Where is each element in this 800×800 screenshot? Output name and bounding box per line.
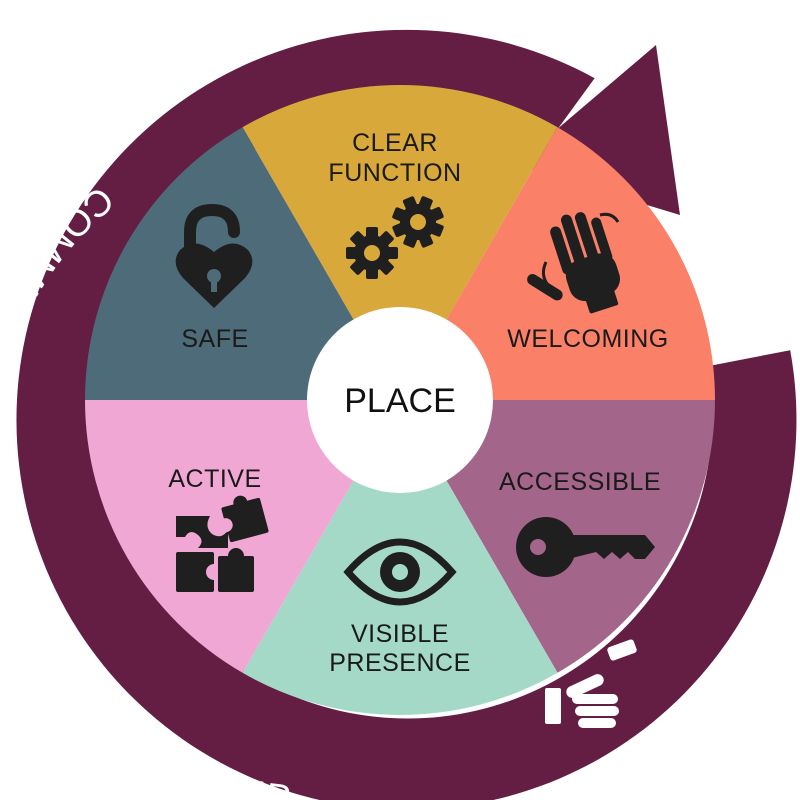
label-accessible: ACCESSIBLE xyxy=(499,468,661,496)
label-clear-function-2: FUNCTION xyxy=(328,159,461,187)
puzzle-icon xyxy=(176,495,269,592)
segment-welcoming xyxy=(400,127,715,400)
label-visible-presence-1: VISIBLE xyxy=(351,620,449,648)
key-icon xyxy=(516,517,655,577)
eye-icon xyxy=(343,538,457,606)
center-label: PLACE xyxy=(344,382,456,420)
label-clear-function-1: CLEAR xyxy=(352,129,438,157)
label-safe: SAFE xyxy=(181,325,248,353)
waving-hand-icon xyxy=(527,212,620,314)
label-active: ACTIVE xyxy=(168,465,261,493)
heart-padlock-icon xyxy=(175,203,253,308)
center-circle xyxy=(307,307,493,493)
segment-clear-function xyxy=(242,84,558,400)
handshake-icon xyxy=(545,639,637,728)
label-welcoming: WELCOMING xyxy=(507,325,668,353)
gears-icon xyxy=(346,196,444,279)
segment-labels: CLEAR FUNCTION WELCOMING ACCESSIBLE VISI… xyxy=(168,129,668,677)
label-visible-presence-2: PRESENCE xyxy=(329,649,471,677)
